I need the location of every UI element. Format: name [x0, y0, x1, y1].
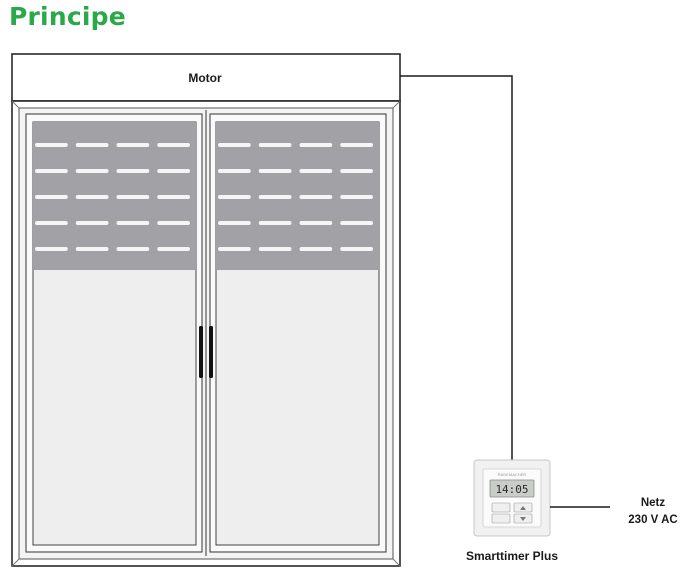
shutter-slat	[218, 169, 251, 173]
shutter-slat	[75, 221, 109, 225]
arrow-down-icon	[520, 517, 526, 521]
shutter-slat	[299, 221, 333, 225]
motor-wire	[400, 75, 513, 460]
shutter-slat	[116, 221, 150, 225]
shutter-slat	[35, 143, 68, 147]
right-handle	[209, 326, 213, 378]
shutter-slat	[340, 169, 373, 173]
power-label-line2: 230 V AC	[628, 514, 677, 526]
shutter-slat	[75, 195, 109, 199]
shutter-slat	[35, 169, 68, 173]
shutter-slat	[258, 143, 292, 147]
motor-label: Motor	[188, 71, 222, 85]
shutter-slat	[116, 195, 150, 199]
shutter-slat	[157, 143, 190, 147]
shutter-slat	[258, 221, 292, 225]
shutter-slat	[75, 169, 109, 173]
button-menu[interactable]	[491, 502, 511, 513]
shutter-slat	[35, 195, 68, 199]
shutter-slat	[258, 247, 292, 251]
shutter-slat	[258, 195, 292, 199]
shutter-slat	[116, 143, 150, 147]
motor-box	[11, 53, 401, 102]
button-set[interactable]	[491, 513, 511, 524]
smarttimer-display	[489, 479, 535, 498]
shutter-slat	[299, 169, 333, 173]
shutter-slats	[35, 143, 373, 251]
shutter-slat	[218, 247, 251, 251]
shutter-slat	[299, 247, 333, 251]
arrow-up-icon	[520, 506, 526, 510]
shutter-slat	[75, 247, 109, 251]
shutter-slat	[299, 143, 333, 147]
shutter-slat	[157, 169, 190, 173]
device-label: Smarttimer Plus	[466, 549, 558, 563]
shutter-slat	[157, 221, 190, 225]
device-brand: RADEMACHER	[498, 472, 527, 477]
shutter-slat	[116, 247, 150, 251]
shutter-slat	[218, 195, 251, 199]
shutter-slat	[75, 143, 109, 147]
shutter-slat	[258, 169, 292, 173]
shutter-slat	[116, 169, 150, 173]
shutter-slat	[35, 221, 68, 225]
left-handle	[199, 326, 203, 378]
shutter-slat	[157, 247, 190, 251]
shutter-slat	[340, 247, 373, 251]
shutter-slat	[35, 247, 68, 251]
power-label-line1: Netz	[641, 497, 666, 509]
shutter-slat	[340, 221, 373, 225]
page-heading: Principe	[9, 2, 126, 31]
shutter-slat	[340, 195, 373, 199]
shutter-slat	[157, 195, 190, 199]
shutter-slat	[218, 221, 251, 225]
shutter-slat	[340, 143, 373, 147]
display-time: 14:05	[495, 483, 528, 496]
shutter-slat	[218, 143, 251, 147]
shutter-slat	[299, 195, 333, 199]
